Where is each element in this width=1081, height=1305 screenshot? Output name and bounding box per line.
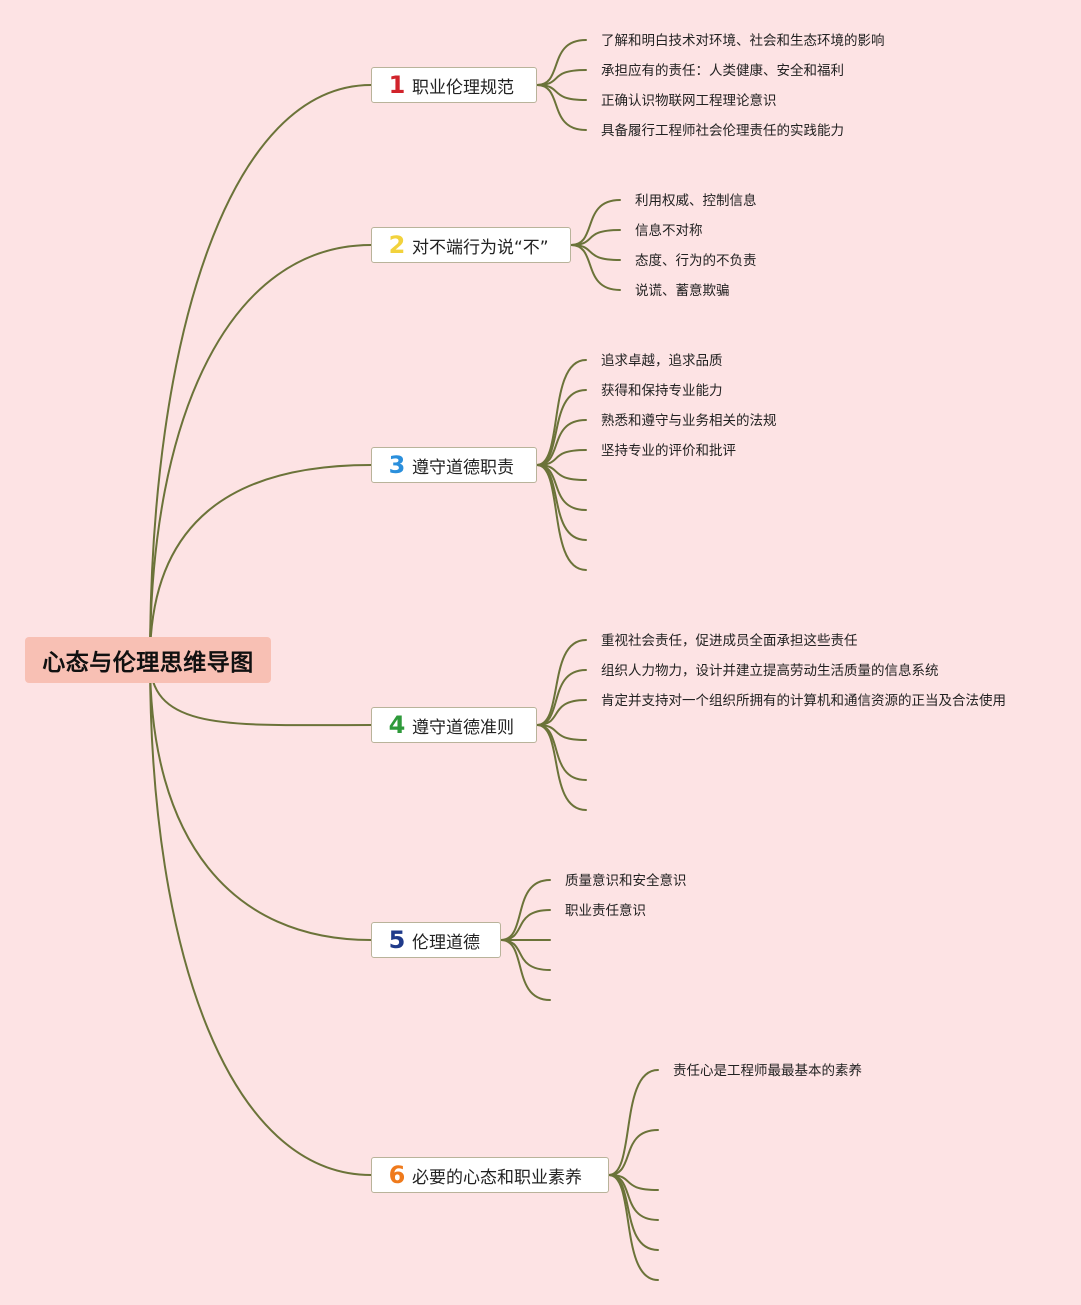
leaf-connector xyxy=(536,724,587,781)
number-5-icon: 5 xyxy=(388,926,406,954)
leaf-item[interactable]: 正确认识物联网工程理论意识 xyxy=(601,93,777,109)
leaf-connector xyxy=(536,639,587,726)
leaf-item[interactable]: 说谎、蓄意欺骗 xyxy=(635,283,730,299)
leaf-item[interactable]: 肯定并支持对一个组织所拥有的计算机和通信资源的正当及合法使用 xyxy=(601,693,1006,709)
leaf-connector xyxy=(536,699,587,726)
number-3-icon: 3 xyxy=(388,451,406,479)
leaf-connector xyxy=(536,419,587,466)
leaf-connector xyxy=(608,1174,659,1221)
leaf-item[interactable]: 质量意识和安全意识 xyxy=(565,873,687,889)
leaf-connector xyxy=(500,939,551,971)
root-connector-3 xyxy=(149,464,372,661)
root-topic[interactable]: 心态与伦理思维导图 xyxy=(25,637,271,683)
leaf-connector xyxy=(536,464,587,511)
leaf-connector xyxy=(608,1069,659,1176)
leaf-connector xyxy=(500,939,551,1001)
leaf-item[interactable]: 态度、行为的不负责 xyxy=(635,253,757,269)
leaf-item[interactable]: 承担应有的责任：人类健康、安全和福利 xyxy=(601,63,844,79)
leaf-connector xyxy=(536,84,587,131)
branch-6-label: 必要的心态和职业素养 xyxy=(412,1167,582,1188)
leaf-connector xyxy=(536,389,587,466)
leaf-connector xyxy=(536,359,587,466)
root-connector-5 xyxy=(149,659,372,941)
leaf-connector xyxy=(570,199,621,246)
branch-4-topic[interactable]: 4 遵守道德准则 xyxy=(371,707,537,743)
leaf-connector xyxy=(536,724,587,741)
root-connector-4 xyxy=(149,659,372,727)
branch-3-label: 遵守道德职责 xyxy=(412,457,514,478)
leaf-item[interactable]: 重视社会责任，促进成员全面承担这些责任 xyxy=(601,633,858,649)
leaf-item[interactable]: 了解和明白技术对环境、社会和生态环境的影响 xyxy=(601,33,885,49)
branch-2-topic[interactable]: 2 对不端行为说“不” xyxy=(371,227,571,263)
branch-2-label: 对不端行为说“不” xyxy=(412,237,549,258)
number-2-icon: 2 xyxy=(388,231,406,259)
leaf-item[interactable]: 职业责任意识 xyxy=(565,903,646,919)
leaf-item[interactable]: 坚持专业的评价和批评 xyxy=(601,443,736,459)
leaf-connector xyxy=(608,1129,659,1176)
leaf-connector xyxy=(536,39,587,86)
leaf-connector xyxy=(608,1174,659,1281)
leaf-item[interactable]: 具备履行工程师社会伦理责任的实践能力 xyxy=(601,123,844,139)
branch-1-topic[interactable]: 1 职业伦理规范 xyxy=(371,67,537,103)
leaf-item[interactable]: 组织人力物力，设计并建立提高劳动生活质量的信息系统 xyxy=(601,663,939,679)
leaf-connector xyxy=(500,879,551,941)
leaf-connector xyxy=(536,724,587,811)
leaf-connector xyxy=(536,669,587,726)
leaf-connector xyxy=(570,244,621,291)
root-connector-2 xyxy=(149,244,372,661)
leaf-connector xyxy=(500,909,551,941)
number-1-icon: 1 xyxy=(388,71,406,99)
branch-3-topic[interactable]: 3 遵守道德职责 xyxy=(371,447,537,483)
number-4-icon: 4 xyxy=(388,711,406,739)
leaf-item[interactable]: 获得和保持专业能力 xyxy=(601,383,723,399)
branch-1-label: 职业伦理规范 xyxy=(412,77,514,98)
leaf-item[interactable]: 熟悉和遵守与业务相关的法规 xyxy=(601,413,777,429)
branch-5-topic[interactable]: 5 伦理道德 xyxy=(371,922,501,958)
leaf-item[interactable]: 追求卓越，追求品质 xyxy=(601,353,723,369)
leaf-item[interactable]: 利用权威、控制信息 xyxy=(635,193,757,209)
leaf-item[interactable]: 信息不对称 xyxy=(635,223,703,239)
root-connector-6 xyxy=(149,659,372,1176)
root-connector-1 xyxy=(149,84,372,661)
branch-4-label: 遵守道德准则 xyxy=(412,717,514,738)
number-6-icon: 6 xyxy=(388,1161,406,1189)
branch-6-topic[interactable]: 6 必要的心态和职业素养 xyxy=(371,1157,609,1193)
branch-5-label: 伦理道德 xyxy=(412,932,480,953)
leaf-connector xyxy=(536,464,587,571)
leaf-item[interactable]: 责任心是工程师最最基本的素养 xyxy=(673,1063,862,1079)
